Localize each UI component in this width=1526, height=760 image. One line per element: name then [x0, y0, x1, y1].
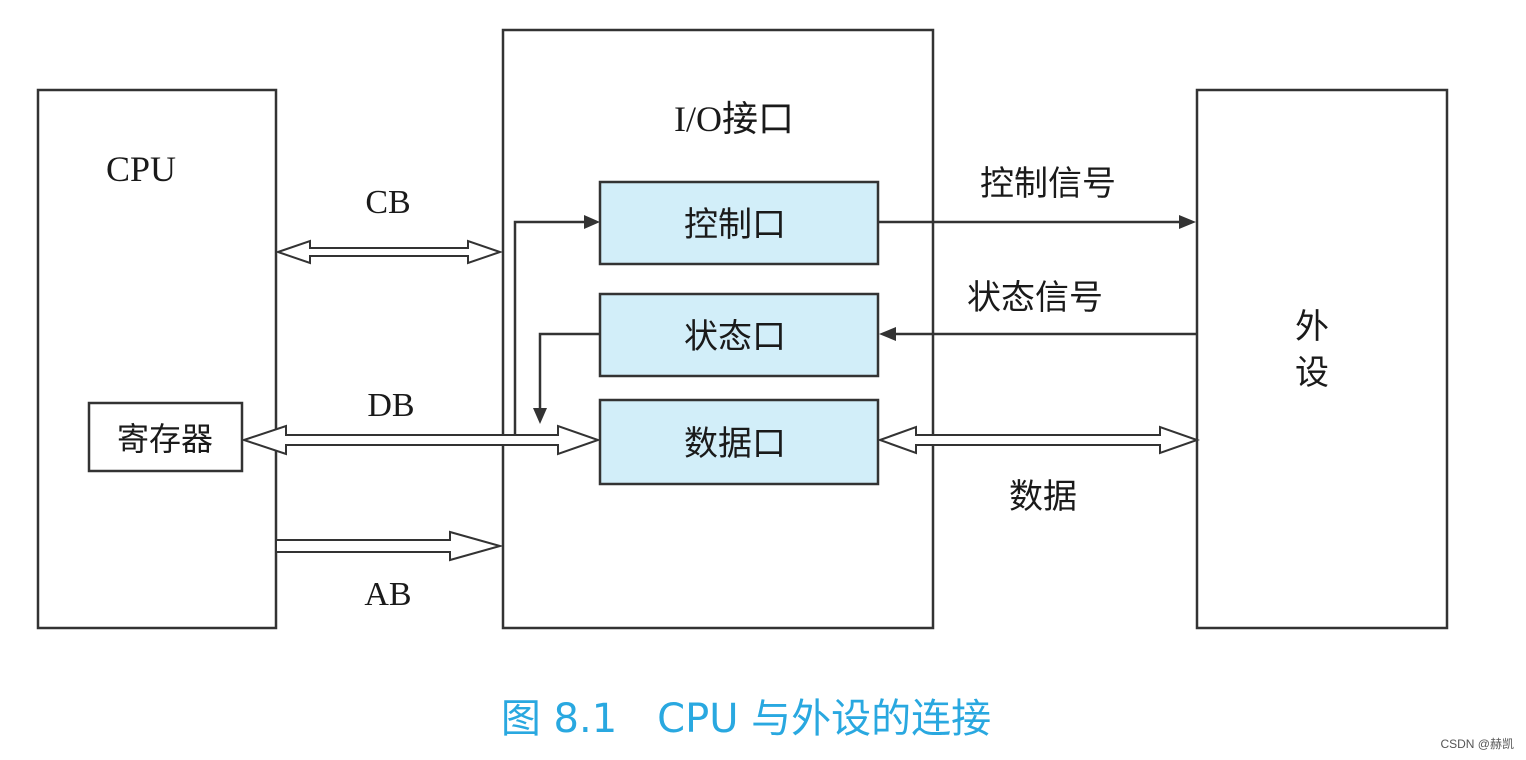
cb-bus-arrow [274, 239, 504, 265]
data-port-label: 数据口 [684, 424, 786, 464]
db-label: DB [367, 387, 414, 424]
ab-bus-arrow [275, 530, 504, 562]
db-to-control-line [513, 220, 585, 435]
data-port-box [598, 398, 880, 486]
register-label: 寄存器 [117, 420, 213, 458]
peripheral-label-line1: 外 [1295, 307, 1329, 347]
peripheral-label-line2: 设 [1295, 353, 1329, 393]
status-port-label: 状态口 [684, 317, 786, 357]
status-signal-arrowhead [879, 327, 896, 341]
ab-label: AB [364, 576, 411, 613]
cpu-label: CPU [106, 149, 176, 189]
status-signal-label: 状态信号 [967, 278, 1103, 318]
control-signal-arrowhead [1179, 215, 1196, 229]
control-port-label: 控制口 [684, 205, 786, 245]
db-to-control-arrowhead [584, 215, 600, 229]
cpu-box [36, 88, 278, 630]
watermark: CSDN @赫凯 [1440, 737, 1514, 751]
peripheral-box [1195, 88, 1449, 630]
cb-label: CB [365, 184, 410, 221]
db-bus-arrow [240, 424, 602, 456]
register-box [87, 401, 244, 473]
data-signal-label: 数据 [1009, 477, 1077, 517]
io-interface-label: I/O接口 [674, 99, 794, 139]
control-port-box [598, 180, 880, 266]
control-signal-label: 控制信号 [980, 164, 1116, 204]
status-to-db-line [538, 332, 600, 410]
data-line-arrow [877, 425, 1201, 455]
figure-caption: 图 8.1 CPU 与外设的连接 [501, 696, 991, 742]
status-to-db-arrowhead [533, 408, 547, 424]
